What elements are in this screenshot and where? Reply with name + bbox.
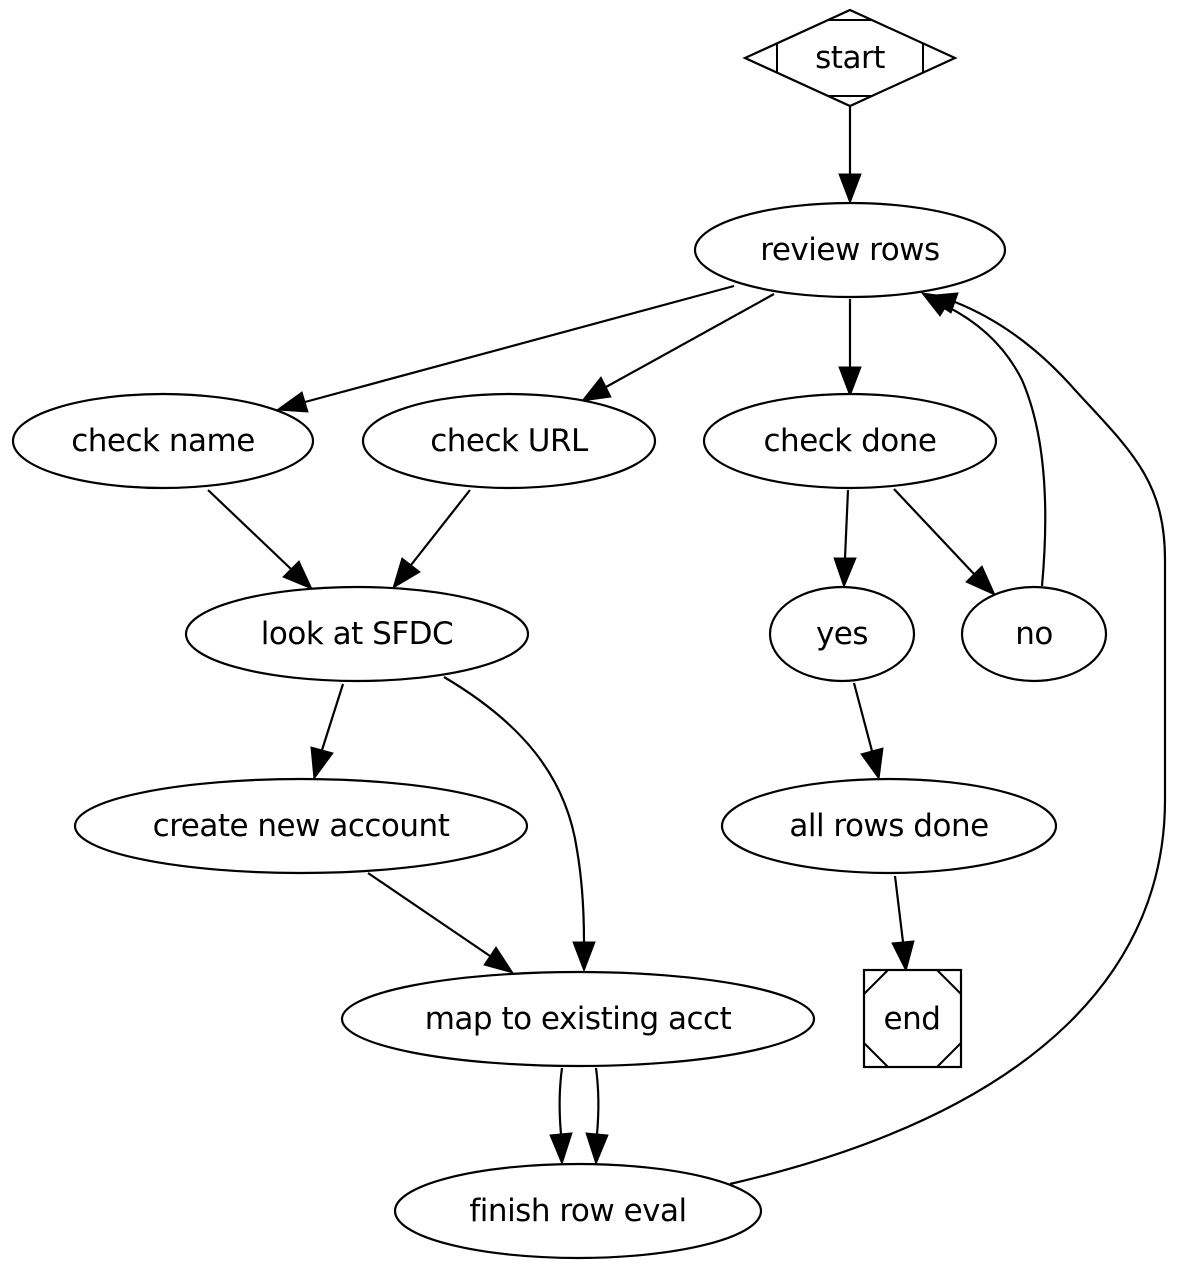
- node-check-url[interactable]: check URL: [361, 392, 657, 490]
- node-review-rows[interactable]: review rows: [693, 201, 1007, 299]
- edge-create-new-account-to-map-to-existing-acct: [367, 872, 515, 974]
- edge-map-to-existing-acct-to-finish-row-eval-2: [585, 1067, 609, 1166]
- node-no-label: no: [1015, 616, 1053, 652]
- node-all-rows-done-label: all rows done: [789, 808, 988, 844]
- edge-yes-to-all-rows-done: [852, 682, 884, 781]
- edge-all-rows-done-to-end: [891, 875, 915, 973]
- node-check-url-label: check URL: [430, 423, 589, 459]
- edge-review-rows-to-check-url: [580, 293, 775, 402]
- edge-check-done-to-yes: [833, 489, 857, 589]
- node-create-new-account-label: create new account: [153, 808, 450, 844]
- node-no[interactable]: no: [960, 585, 1108, 683]
- node-all-rows-done[interactable]: all rows done: [720, 777, 1058, 875]
- edge-look-at-sfdc-to-map-to-existing-acct: [443, 676, 596, 973]
- node-finish-row-eval[interactable]: finish row eval: [393, 1162, 763, 1260]
- node-look-at-sfdc[interactable]: look at SFDC: [184, 585, 530, 683]
- node-end-label: end: [884, 1001, 941, 1037]
- edge-look-at-sfdc-to-create-new-account: [310, 683, 345, 781]
- edge-check-name-to-look-at-sfdc: [207, 489, 313, 590]
- nodes: start review rows check name check URL c…: [11, 8, 1108, 1260]
- node-map-to-existing-acct[interactable]: map to existing acct: [340, 970, 816, 1068]
- node-yes-label: yes: [816, 616, 868, 652]
- edge-finish-row-eval-to-review-rows: [729, 292, 1167, 1186]
- node-yes[interactable]: yes: [768, 585, 916, 683]
- node-check-name-label: check name: [71, 423, 255, 459]
- edge-map-to-existing-acct-to-finish-row-eval-1: [549, 1067, 573, 1166]
- node-start-label: start: [815, 40, 885, 76]
- node-check-name[interactable]: check name: [11, 392, 315, 490]
- edge-check-done-to-no: [893, 488, 996, 596]
- node-map-to-existing-acct-label: map to existing acct: [425, 1001, 732, 1037]
- node-create-new-account[interactable]: create new account: [73, 777, 529, 875]
- edge-review-rows-to-check-name: [275, 284, 735, 413]
- node-check-done-label: check done: [764, 423, 937, 459]
- node-start[interactable]: start: [742, 8, 958, 108]
- node-review-rows-label: review rows: [760, 232, 939, 268]
- node-check-done[interactable]: check done: [702, 392, 998, 490]
- node-end[interactable]: end: [862, 968, 963, 1069]
- node-finish-row-eval-label: finish row eval: [469, 1193, 686, 1229]
- node-look-at-sfdc-label: look at SFDC: [261, 616, 453, 652]
- edge-start-to-review-rows: [838, 107, 862, 205]
- edges: [207, 107, 1167, 1186]
- edge-check-url-to-look-at-sfdc: [392, 489, 471, 590]
- edge-review-rows-to-check-done: [838, 299, 862, 398]
